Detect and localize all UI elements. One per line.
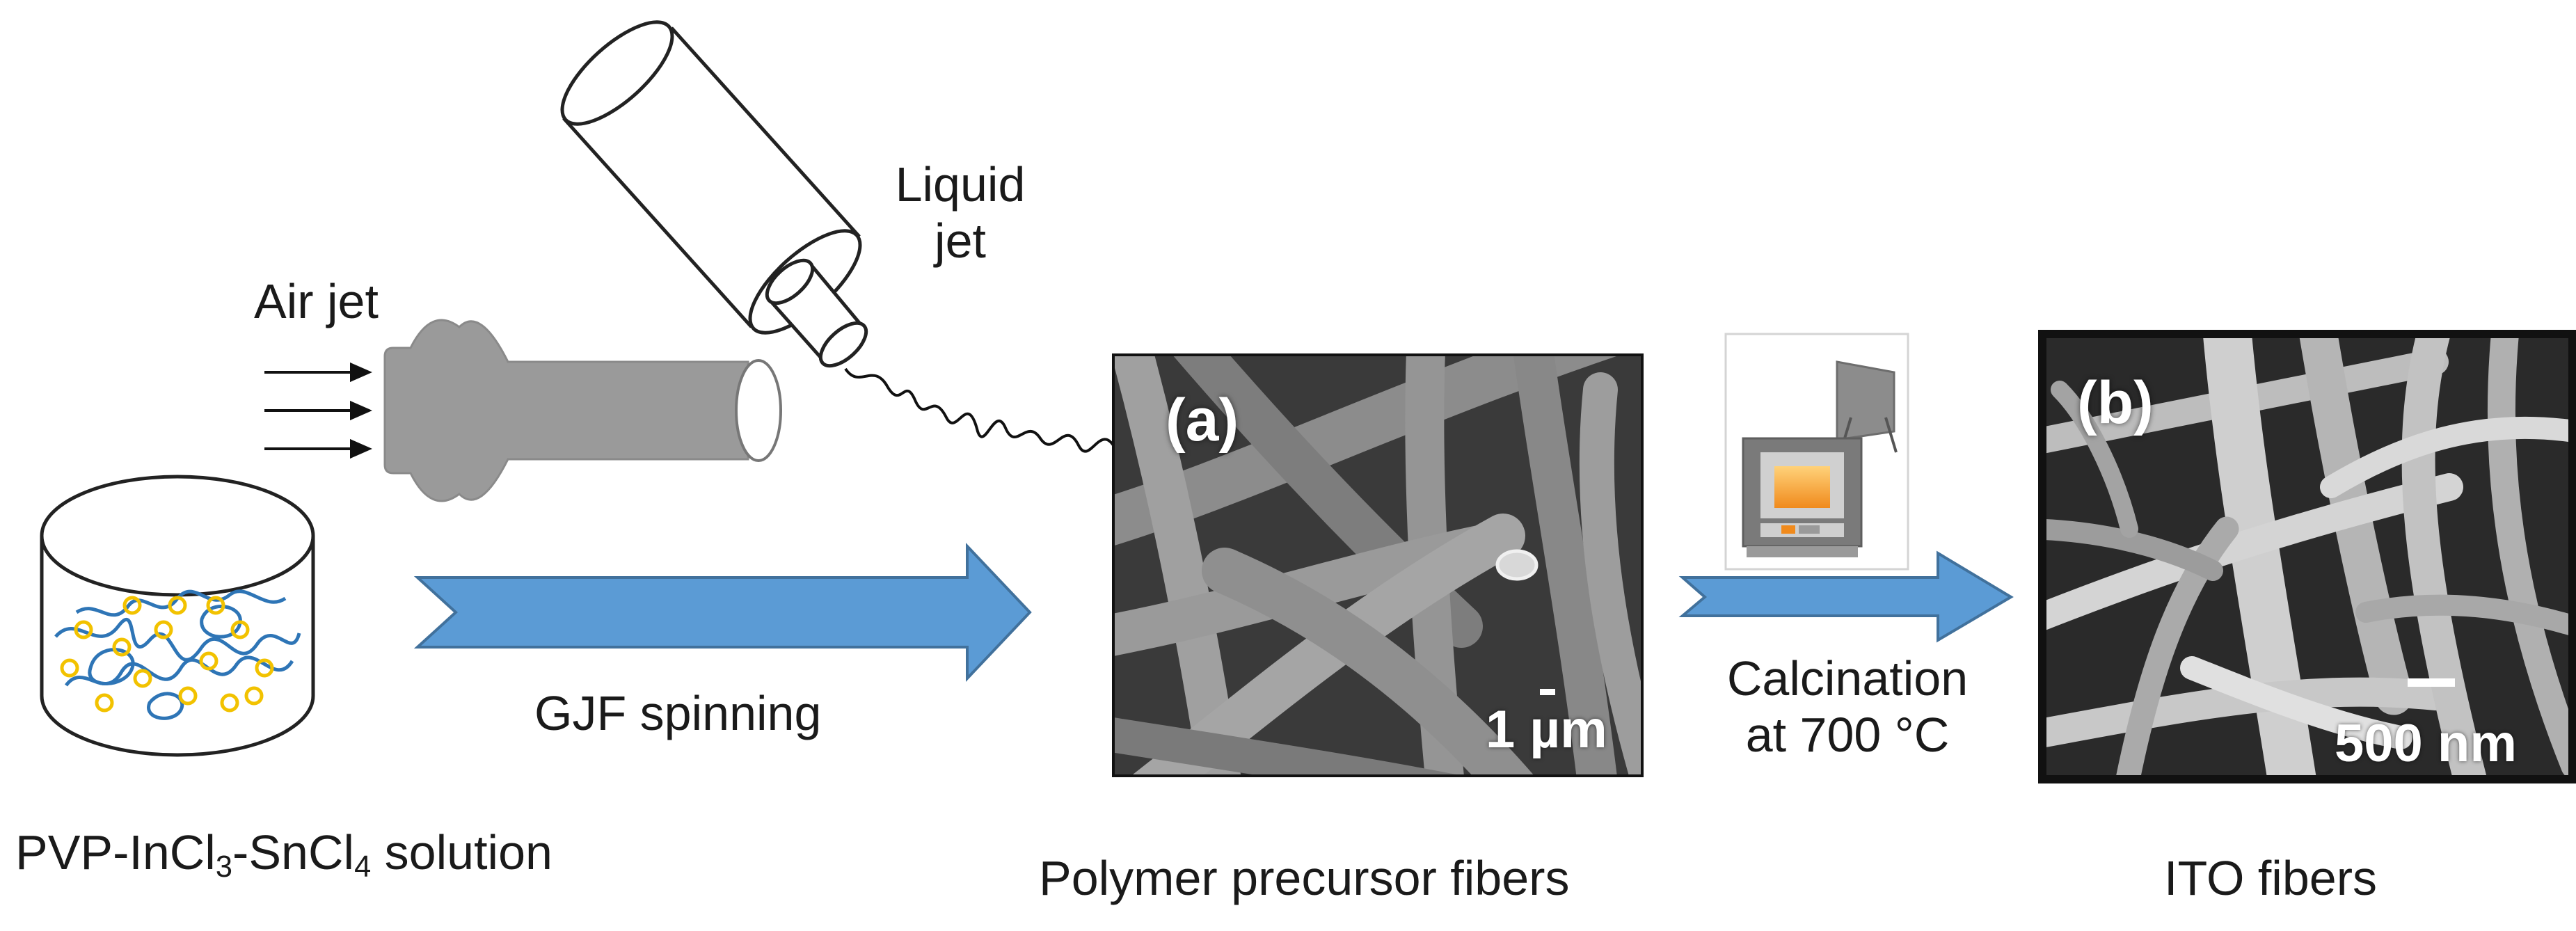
process-arrow-spinning: [413, 542, 1032, 683]
air-nozzle: [383, 319, 782, 502]
scale-bar-a: [1540, 689, 1555, 695]
sem-frame-b: [2038, 330, 2576, 783]
liquid-jet-label-line1: Liquid: [895, 157, 1026, 212]
solution-label-prefix: PVP-InCl: [15, 825, 216, 880]
process-arrow-calcination: [1678, 550, 2014, 643]
furnace-icon: [1724, 333, 1909, 571]
solution-label-sub2: 4: [354, 850, 372, 884]
solution-beaker: [40, 475, 315, 757]
solution-label-suffix: solution: [371, 825, 552, 880]
panel-label-a: (a): [1166, 387, 1239, 454]
sem-frame-a: [1112, 353, 1644, 777]
process-label-calcination: Calcination at 700 °C: [1673, 651, 2021, 763]
product-label-ito: ITO fibers: [2164, 851, 2378, 905]
solution-label-mid: -SnCl: [232, 825, 355, 880]
product-label-polymer: Polymer precursor fibers: [1039, 851, 1570, 905]
solution-label: PVP-InCl3-SnCl4 solution: [15, 825, 552, 884]
panel-label-b: (b): [2077, 369, 2154, 436]
liquid-jet-tube: [560, 20, 868, 368]
liquid-jet-label-line2: jet: [935, 213, 986, 268]
scale-bar-b: [2408, 678, 2455, 687]
liquid-jet-label: Liquid jet: [866, 157, 1054, 269]
sem-image-b: [2042, 334, 2573, 779]
process-label-calcination-line1: Calcination: [1726, 651, 1969, 706]
air-jet-arrows: [264, 362, 372, 459]
sem-image-a: [1113, 355, 1642, 776]
scale-label-b: 500 nm: [2335, 714, 2517, 773]
process-label-calcination-line2: at 700 °C: [1745, 707, 1950, 762]
liquid-jet-stream: [844, 367, 1150, 464]
air-jet-label: Air jet: [254, 274, 379, 328]
ion-rings: [60, 596, 274, 713]
process-label-spinning: GJF spinning: [534, 686, 822, 740]
solution-label-sub1: 3: [215, 850, 233, 884]
scale-label-a: 1 µm: [1486, 700, 1607, 759]
